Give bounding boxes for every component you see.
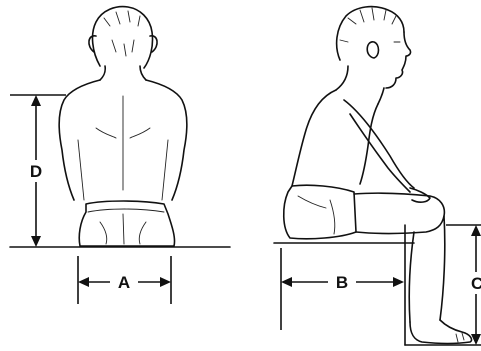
measure-a-arrow-right	[160, 277, 171, 287]
back-hair	[104, 11, 140, 56]
measure-b: B	[281, 248, 404, 330]
side-thigh	[354, 193, 444, 233]
side-back	[292, 90, 336, 186]
side-chest	[360, 104, 378, 184]
measure-a: A	[78, 256, 171, 304]
back-torso-left	[59, 80, 100, 200]
side-forearm	[350, 114, 410, 192]
measure-d-label: D	[30, 162, 42, 181]
side-upper-arm	[344, 100, 414, 188]
back-head	[93, 7, 153, 68]
measure-c-arrow-down	[471, 334, 481, 345]
back-shorts-folds	[100, 214, 146, 244]
back-shoulder-blades	[96, 96, 150, 190]
back-arm-right-inner	[162, 140, 168, 200]
side-shin	[440, 216, 445, 320]
side-shorts-folds	[298, 196, 335, 234]
measure-b-arrow-left	[281, 277, 292, 287]
measure-a-arrow-left	[78, 277, 89, 287]
back-shorts	[79, 201, 174, 246]
back-torso-right	[146, 80, 187, 200]
back-shorts-waistband	[88, 209, 164, 212]
side-foot	[410, 320, 472, 344]
measure-d-arrow-up	[31, 95, 41, 106]
side-head-back	[337, 7, 404, 60]
side-calf	[409, 232, 414, 322]
measure-a-label: A	[118, 273, 130, 292]
measure-c: C	[446, 225, 481, 345]
back-neck	[100, 66, 146, 80]
measure-c-label: C	[471, 274, 481, 293]
side-shorts	[284, 185, 356, 239]
side-neck	[336, 66, 384, 104]
measure-d-arrow-down	[31, 236, 41, 247]
back-view-figure	[59, 7, 187, 246]
measure-b-label: B	[336, 273, 348, 292]
side-ear	[367, 42, 378, 58]
back-arm-left-inner	[78, 140, 84, 200]
measure-d: D	[10, 95, 66, 247]
side-toes	[456, 333, 464, 342]
side-face-profile	[386, 32, 411, 88]
measure-c-arrow-up	[471, 225, 481, 236]
side-view-figure	[284, 7, 472, 344]
measure-b-arrow-right	[393, 277, 404, 287]
